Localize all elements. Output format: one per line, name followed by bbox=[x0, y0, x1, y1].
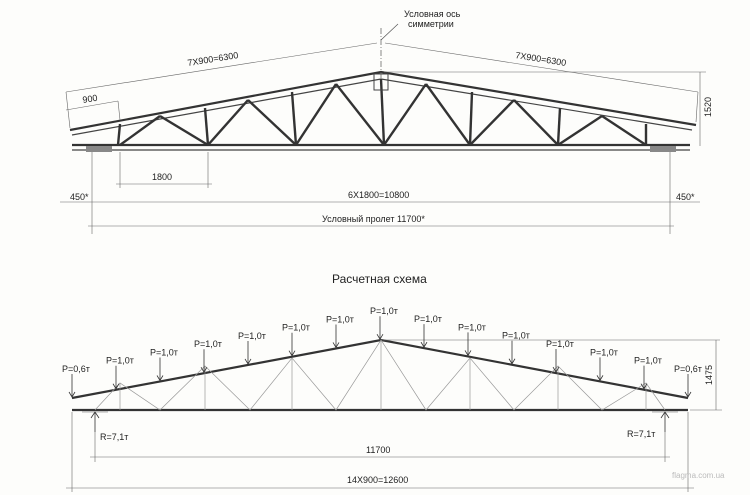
web-members bbox=[116, 78, 648, 147]
dim-main: 6X1800=10800 bbox=[348, 190, 409, 200]
load-arrow-head bbox=[112, 383, 120, 390]
load-label: P=1,0т bbox=[546, 339, 574, 349]
left-support bbox=[82, 411, 108, 432]
load-label: P=1,0т bbox=[370, 306, 398, 316]
dim-right-top: 7X900=6300 bbox=[515, 50, 567, 68]
load-label: P=0,6т bbox=[62, 364, 90, 374]
load-arrow-head bbox=[552, 366, 560, 373]
left-bearing bbox=[86, 146, 112, 152]
dim-11700: 11700 bbox=[366, 445, 390, 455]
dim-1475: 1475 bbox=[704, 365, 714, 385]
load-label: P=1,0т bbox=[634, 356, 662, 366]
scheme-web-members bbox=[94, 339, 666, 411]
reaction-right: R=7,1т bbox=[627, 429, 655, 439]
load-arrow-head bbox=[508, 358, 516, 365]
load-label: P=1,0т bbox=[238, 331, 266, 341]
load-label: P=1,0т bbox=[590, 347, 618, 357]
load-arrow-head bbox=[684, 391, 692, 398]
dim-450-right: 450* bbox=[676, 192, 695, 202]
calculation-scheme: Расчетная схема P=0,6тP=1,0тP=1,0тP=1,0т… bbox=[62, 272, 722, 492]
dim-span: Условный пролет 11700* bbox=[322, 214, 425, 224]
right-bearing bbox=[650, 146, 676, 152]
symmetry-label-line2: симметрии bbox=[408, 19, 454, 29]
dim-900: 900 bbox=[82, 93, 98, 105]
load-arrow-head bbox=[640, 383, 648, 390]
load-label: P=1,0т bbox=[326, 314, 354, 324]
watermark: flagma.com.ua bbox=[672, 471, 725, 480]
load-arrow-head bbox=[332, 342, 340, 349]
load-arrow-head bbox=[200, 367, 208, 374]
dim-left-top: 7X900=6300 bbox=[187, 50, 239, 68]
load-label: P=1,0т bbox=[458, 322, 486, 332]
load-arrow-head bbox=[596, 375, 604, 382]
load-arrow-head bbox=[376, 333, 384, 340]
load-arrow-head bbox=[464, 350, 472, 357]
load-label: P=1,0т bbox=[414, 314, 442, 324]
truss-elevation: Условная ось симметрии 7X900=6300 7X900=… bbox=[60, 9, 713, 234]
dim-1520: 1520 bbox=[703, 97, 713, 117]
dim-450-left: 450* bbox=[70, 192, 89, 202]
load-arrow-head bbox=[244, 358, 252, 365]
load-arrow-head bbox=[288, 350, 296, 357]
load-arrow-head bbox=[156, 375, 164, 382]
right-support bbox=[652, 411, 678, 432]
load-label: P=1,0т bbox=[150, 347, 178, 357]
dim-total: 14X900=12600 bbox=[347, 475, 408, 485]
load-label: P=1,0т bbox=[194, 339, 222, 349]
load-arrow-head bbox=[68, 391, 76, 398]
load-label: P=1,0т bbox=[282, 323, 310, 333]
load-arrow-head bbox=[420, 341, 428, 348]
load-label: P=0,6т bbox=[674, 364, 702, 374]
dim-1800: 1800 bbox=[152, 172, 172, 182]
reaction-left: R=7,1т bbox=[100, 432, 128, 442]
scheme-title: Расчетная схема bbox=[332, 272, 427, 286]
load-label: P=1,0т bbox=[502, 331, 530, 341]
load-label: P=1,0т bbox=[106, 356, 134, 366]
symmetry-label-line1: Условная ось bbox=[404, 9, 461, 19]
load-arrows: P=0,6тP=1,0тP=1,0тP=1,0тP=1,0тP=1,0тP=1,… bbox=[62, 306, 702, 398]
